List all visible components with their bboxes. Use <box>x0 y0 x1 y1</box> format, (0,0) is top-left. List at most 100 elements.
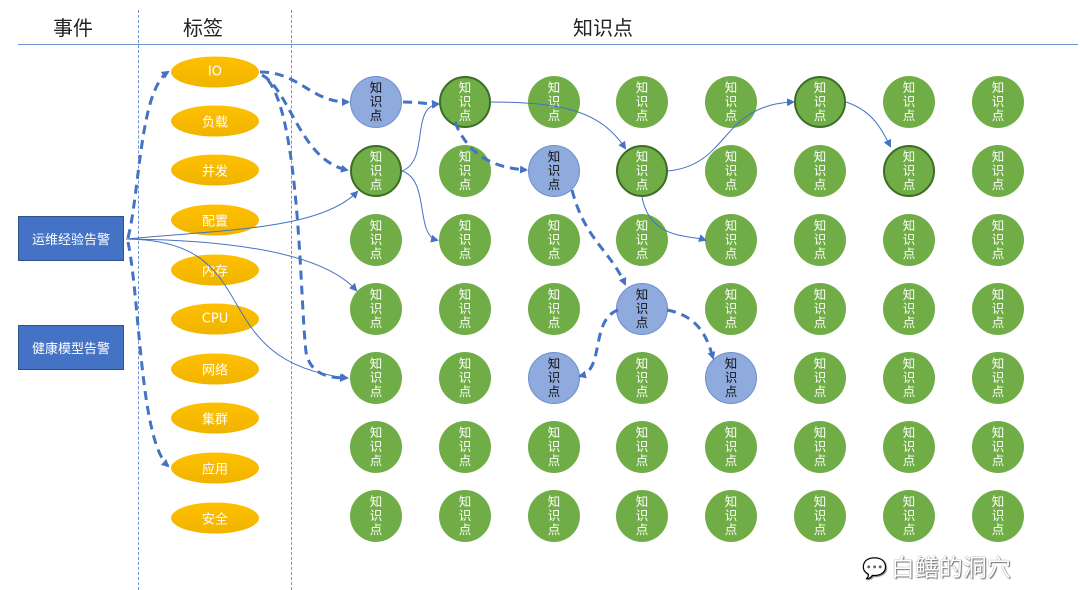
knowledge-node[interactable]: 知识点 <box>794 421 846 473</box>
node-label: 知识点 <box>902 494 916 537</box>
knowledge-node[interactable]: 知识点 <box>883 490 935 542</box>
knowledge-node[interactable]: 知识点 <box>883 214 935 266</box>
knowledge-node[interactable]: 知识点 <box>350 76 402 128</box>
header-tags: 标签 <box>183 16 223 40</box>
node-label: 知识点 <box>991 356 1005 399</box>
node-label: 知识点 <box>458 425 472 468</box>
knowledge-node[interactable]: 知识点 <box>883 421 935 473</box>
knowledge-node[interactable]: 知识点 <box>972 490 1024 542</box>
node-label: 知识点 <box>547 80 561 123</box>
tag-7[interactable]: 集群 <box>171 402 259 434</box>
knowledge-node[interactable]: 知识点 <box>705 283 757 335</box>
knowledge-node[interactable]: 知识点 <box>528 490 580 542</box>
knowledge-node[interactable]: 知识点 <box>972 76 1024 128</box>
knowledge-node[interactable]: 知识点 <box>705 76 757 128</box>
knowledge-node[interactable]: 知识点 <box>616 145 668 197</box>
knowledge-node[interactable]: 知识点 <box>972 145 1024 197</box>
knowledge-node[interactable]: 知识点 <box>616 76 668 128</box>
node-label: 知识点 <box>991 425 1005 468</box>
node-label: 知识点 <box>635 287 649 330</box>
arrow <box>641 196 707 242</box>
knowledge-node[interactable]: 知识点 <box>705 352 757 404</box>
knowledge-node[interactable]: 知识点 <box>883 76 935 128</box>
tag-0[interactable]: IO <box>171 56 259 88</box>
knowledge-node[interactable]: 知识点 <box>439 352 491 404</box>
tag-2[interactable]: 并发 <box>171 154 259 186</box>
knowledge-node[interactable]: 知识点 <box>528 145 580 197</box>
node-label: 知识点 <box>547 218 561 261</box>
knowledge-node[interactable]: 知识点 <box>616 421 668 473</box>
watermark: 💬 白鳝的洞穴 <box>862 553 1011 583</box>
knowledge-node[interactable]: 知识点 <box>439 145 491 197</box>
dashed-arrow <box>261 73 349 173</box>
knowledge-node[interactable]: 知识点 <box>972 283 1024 335</box>
knowledge-node[interactable]: 知识点 <box>528 76 580 128</box>
knowledge-node[interactable]: 知识点 <box>705 421 757 473</box>
knowledge-node[interactable]: 知识点 <box>883 352 935 404</box>
knowledge-node[interactable]: 知识点 <box>439 76 491 128</box>
node-label: 知识点 <box>902 218 916 261</box>
arrow <box>401 170 439 243</box>
tag-6[interactable]: 网络 <box>171 353 259 385</box>
tag-4[interactable]: 内存 <box>171 254 259 286</box>
node-label: 知识点 <box>724 149 738 192</box>
knowledge-node[interactable]: 知识点 <box>616 490 668 542</box>
knowledge-node[interactable]: 知识点 <box>439 283 491 335</box>
knowledge-node[interactable]: 知识点 <box>972 214 1024 266</box>
knowledge-node[interactable]: 知识点 <box>705 490 757 542</box>
node-label: 知识点 <box>813 494 827 537</box>
tag-5[interactable]: CPU <box>171 303 259 335</box>
knowledge-node[interactable]: 知识点 <box>350 214 402 266</box>
knowledge-node[interactable]: 知识点 <box>616 352 668 404</box>
tag-9[interactable]: 安全 <box>171 502 259 534</box>
tag-1[interactable]: 负载 <box>171 105 259 137</box>
knowledge-node[interactable]: 知识点 <box>616 214 668 266</box>
knowledge-node[interactable]: 知识点 <box>350 145 402 197</box>
knowledge-node[interactable]: 知识点 <box>350 421 402 473</box>
knowledge-node[interactable]: 知识点 <box>528 283 580 335</box>
node-label: 知识点 <box>991 80 1005 123</box>
knowledge-node[interactable]: 知识点 <box>350 352 402 404</box>
node-label: 知识点 <box>991 287 1005 330</box>
knowledge-node[interactable]: 知识点 <box>794 352 846 404</box>
knowledge-node[interactable]: 知识点 <box>883 145 935 197</box>
dashed-arrow <box>578 308 619 379</box>
event-ops-alarm[interactable]: 运维经验告警 <box>18 216 124 261</box>
node-label: 知识点 <box>458 287 472 330</box>
knowledge-node[interactable]: 知识点 <box>439 421 491 473</box>
tag-8[interactable]: 应用 <box>171 452 259 484</box>
watermark-text: 白鳝的洞穴 <box>890 554 1011 582</box>
knowledge-node[interactable]: 知识点 <box>794 76 846 128</box>
node-label: 知识点 <box>724 425 738 468</box>
node-label: 知识点 <box>813 425 827 468</box>
knowledge-node[interactable]: 知识点 <box>883 283 935 335</box>
knowledge-node[interactable]: 知识点 <box>972 421 1024 473</box>
node-label: 知识点 <box>724 80 738 123</box>
tag-3[interactable]: 配置 <box>171 204 259 236</box>
arrow <box>125 238 358 292</box>
node-label: 知识点 <box>547 425 561 468</box>
knowledge-node[interactable]: 知识点 <box>794 214 846 266</box>
node-label: 知识点 <box>991 149 1005 192</box>
knowledge-node[interactable]: 知识点 <box>705 145 757 197</box>
node-label: 知识点 <box>635 80 649 123</box>
knowledge-node[interactable]: 知识点 <box>528 214 580 266</box>
event-health-alarm[interactable]: 健康模型告警 <box>18 325 124 370</box>
knowledge-node[interactable]: 知识点 <box>794 145 846 197</box>
node-label: 知识点 <box>547 494 561 537</box>
dashed-arrow <box>570 189 627 286</box>
knowledge-node[interactable]: 知识点 <box>350 490 402 542</box>
arrow <box>489 101 627 150</box>
knowledge-node[interactable]: 知识点 <box>972 352 1024 404</box>
knowledge-node[interactable]: 知识点 <box>439 214 491 266</box>
knowledge-node[interactable]: 知识点 <box>705 214 757 266</box>
column-divider <box>291 10 292 590</box>
header-divider <box>18 44 1078 45</box>
node-label: 知识点 <box>991 218 1005 261</box>
knowledge-node[interactable]: 知识点 <box>350 283 402 335</box>
knowledge-node[interactable]: 知识点 <box>439 490 491 542</box>
knowledge-node[interactable]: 知识点 <box>794 283 846 335</box>
knowledge-node[interactable]: 知识点 <box>794 490 846 542</box>
knowledge-node[interactable]: 知识点 <box>528 421 580 473</box>
